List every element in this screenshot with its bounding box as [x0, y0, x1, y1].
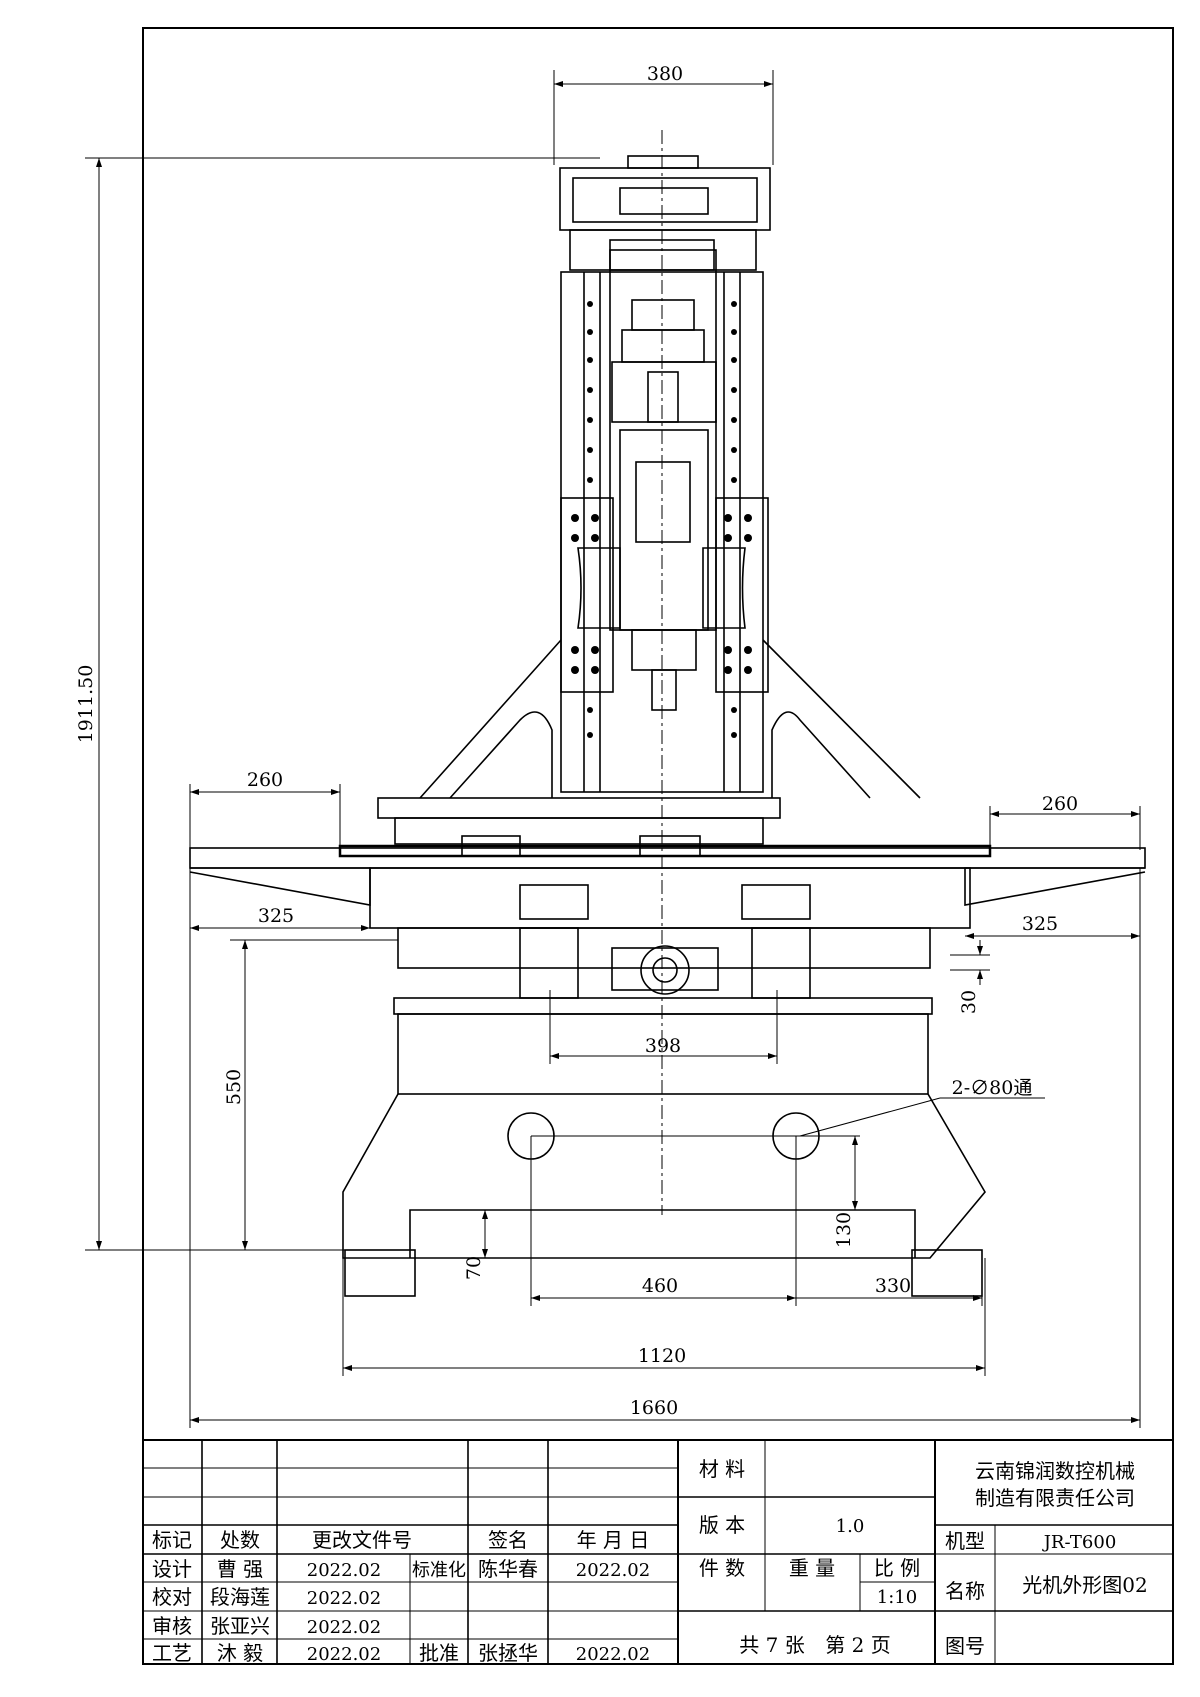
title-block [142, 1439, 1174, 1665]
dim-330: 330 [875, 1275, 911, 1297]
header-sign: 签名 [488, 1528, 528, 1552]
sheets-total: 共 7 张 [739, 1633, 804, 1657]
version-value: 1.0 [836, 1516, 865, 1537]
scale-label: 比 例 [874, 1556, 920, 1580]
header-date: 年 月 日 [577, 1528, 650, 1552]
dimension-lines [85, 70, 1141, 1428]
name-design: 曹 强 [217, 1557, 263, 1581]
name-label: 名称 [945, 1579, 985, 1603]
name-check: 段海莲 [210, 1585, 270, 1609]
dim-1120: 1120 [638, 1345, 686, 1367]
date-design: 2022.02 [307, 1560, 381, 1581]
company-line1: 云南锦润数控机械 [975, 1459, 1135, 1483]
header-count: 处数 [220, 1528, 260, 1552]
pieces-label: 件 数 [699, 1556, 745, 1580]
dimension-texts: 380 1911.50 260 260 325 325 30 398 550 2… [75, 63, 1078, 1419]
dim-260-left: 260 [247, 769, 283, 791]
name-review: 张亚兴 [210, 1614, 270, 1638]
dim-1660: 1660 [630, 1397, 678, 1419]
date-process: 2022.02 [307, 1644, 381, 1665]
role-process: 工艺 [152, 1641, 192, 1665]
sheet-number: 第 2 页 [825, 1633, 890, 1657]
date-std: 2022.02 [576, 1560, 650, 1581]
role-check: 校对 [152, 1585, 192, 1609]
model-label: 机型 [945, 1529, 985, 1553]
machine-outline [189, 130, 1146, 1297]
hole-note: 2-∅80通 [952, 1077, 1033, 1099]
scale-value: 1:10 [877, 1587, 917, 1608]
dim-460: 460 [642, 1275, 678, 1297]
name-value: 光机外形图02 [1022, 1573, 1147, 1597]
version-label: 版 本 [699, 1513, 745, 1537]
dim-30: 30 [958, 990, 980, 1014]
date-review: 2022.02 [307, 1617, 381, 1638]
dim-398: 398 [645, 1035, 681, 1057]
name-std: 陈华春 [478, 1557, 538, 1581]
dim-325-right: 325 [1022, 913, 1058, 935]
company-line2: 制造有限责任公司 [975, 1486, 1135, 1510]
name-approve: 张拯华 [478, 1641, 538, 1665]
material-label: 材 料 [699, 1457, 745, 1481]
header-mark: 标记 [152, 1528, 192, 1552]
dim-260-right: 260 [1042, 793, 1078, 815]
date-check: 2022.02 [307, 1588, 381, 1609]
dim-1911-50: 1911.50 [75, 665, 97, 744]
drawing-no-label: 图号 [945, 1634, 985, 1658]
dim-325-left: 325 [258, 905, 294, 927]
header-doc: 更改文件号 [312, 1528, 412, 1552]
model-value: JR-T600 [1042, 1532, 1117, 1553]
weight-label: 重 量 [789, 1556, 835, 1580]
dim-130: 130 [833, 1212, 855, 1248]
role-approve: 批准 [419, 1641, 459, 1665]
role-std: 标准化 [412, 1560, 466, 1581]
dim-70: 70 [463, 1256, 485, 1280]
role-review: 审核 [152, 1614, 192, 1638]
dim-380: 380 [647, 63, 683, 85]
dim-550: 550 [223, 1069, 245, 1105]
name-process: 沐 毅 [217, 1641, 263, 1665]
title-block-text: 标记 处数 更改文件号 签名 年 月 日 设计 曹 强 2022.02 校对 段… [152, 1457, 1148, 1665]
role-design: 设计 [152, 1557, 192, 1581]
date-approve: 2022.02 [576, 1644, 650, 1665]
